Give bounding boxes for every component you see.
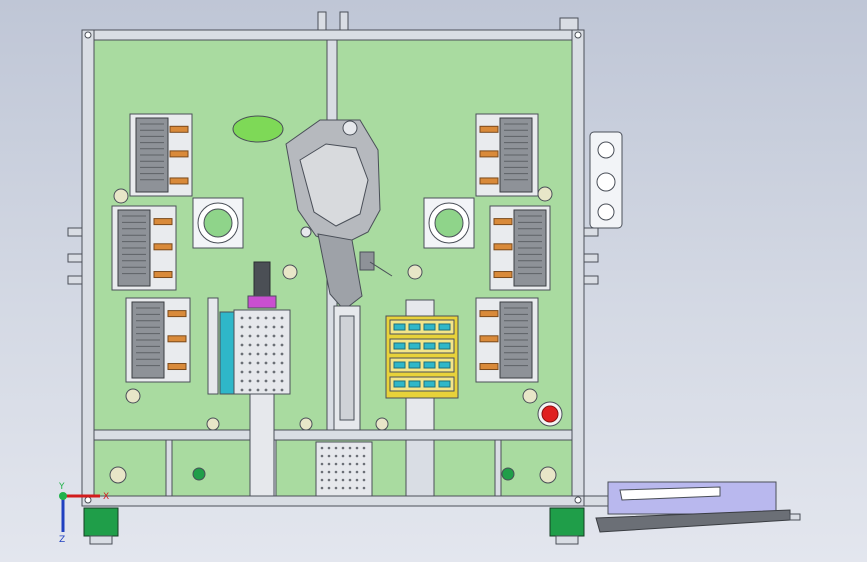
fixture-hole-grid (240, 316, 284, 392)
rotary-pad-right (423, 197, 475, 249)
foot-left (83, 507, 119, 545)
axis-triad: X Y Z (58, 482, 109, 545)
emergency-stop-button (537, 401, 563, 427)
foot-right (549, 507, 585, 545)
bottom-grid-block (315, 441, 373, 497)
control-module (475, 113, 539, 197)
side-brackets (67, 227, 599, 285)
axis-x-label: X (103, 492, 109, 502)
axis-y-label: Y (58, 482, 65, 492)
right-fixture-rack (385, 299, 459, 431)
control-module (129, 113, 193, 197)
rack-slots (389, 319, 455, 392)
locating-discs (109, 186, 557, 484)
control-modules (111, 113, 551, 383)
control-module (111, 205, 177, 291)
axis-z-label: Z (59, 535, 65, 545)
left-fixture (207, 261, 291, 497)
rotary-pad-left (192, 197, 244, 249)
status-oval-indicator (232, 115, 284, 143)
center-slide-column (333, 305, 361, 431)
side-tray (583, 481, 801, 533)
control-module (125, 297, 191, 383)
top-rods (317, 11, 579, 35)
side-valve-block (589, 131, 623, 229)
corner-screws (84, 31, 582, 504)
green-dots (192, 467, 515, 481)
control-module (475, 297, 539, 383)
robot-arm (285, 119, 393, 311)
control-module (489, 205, 551, 291)
